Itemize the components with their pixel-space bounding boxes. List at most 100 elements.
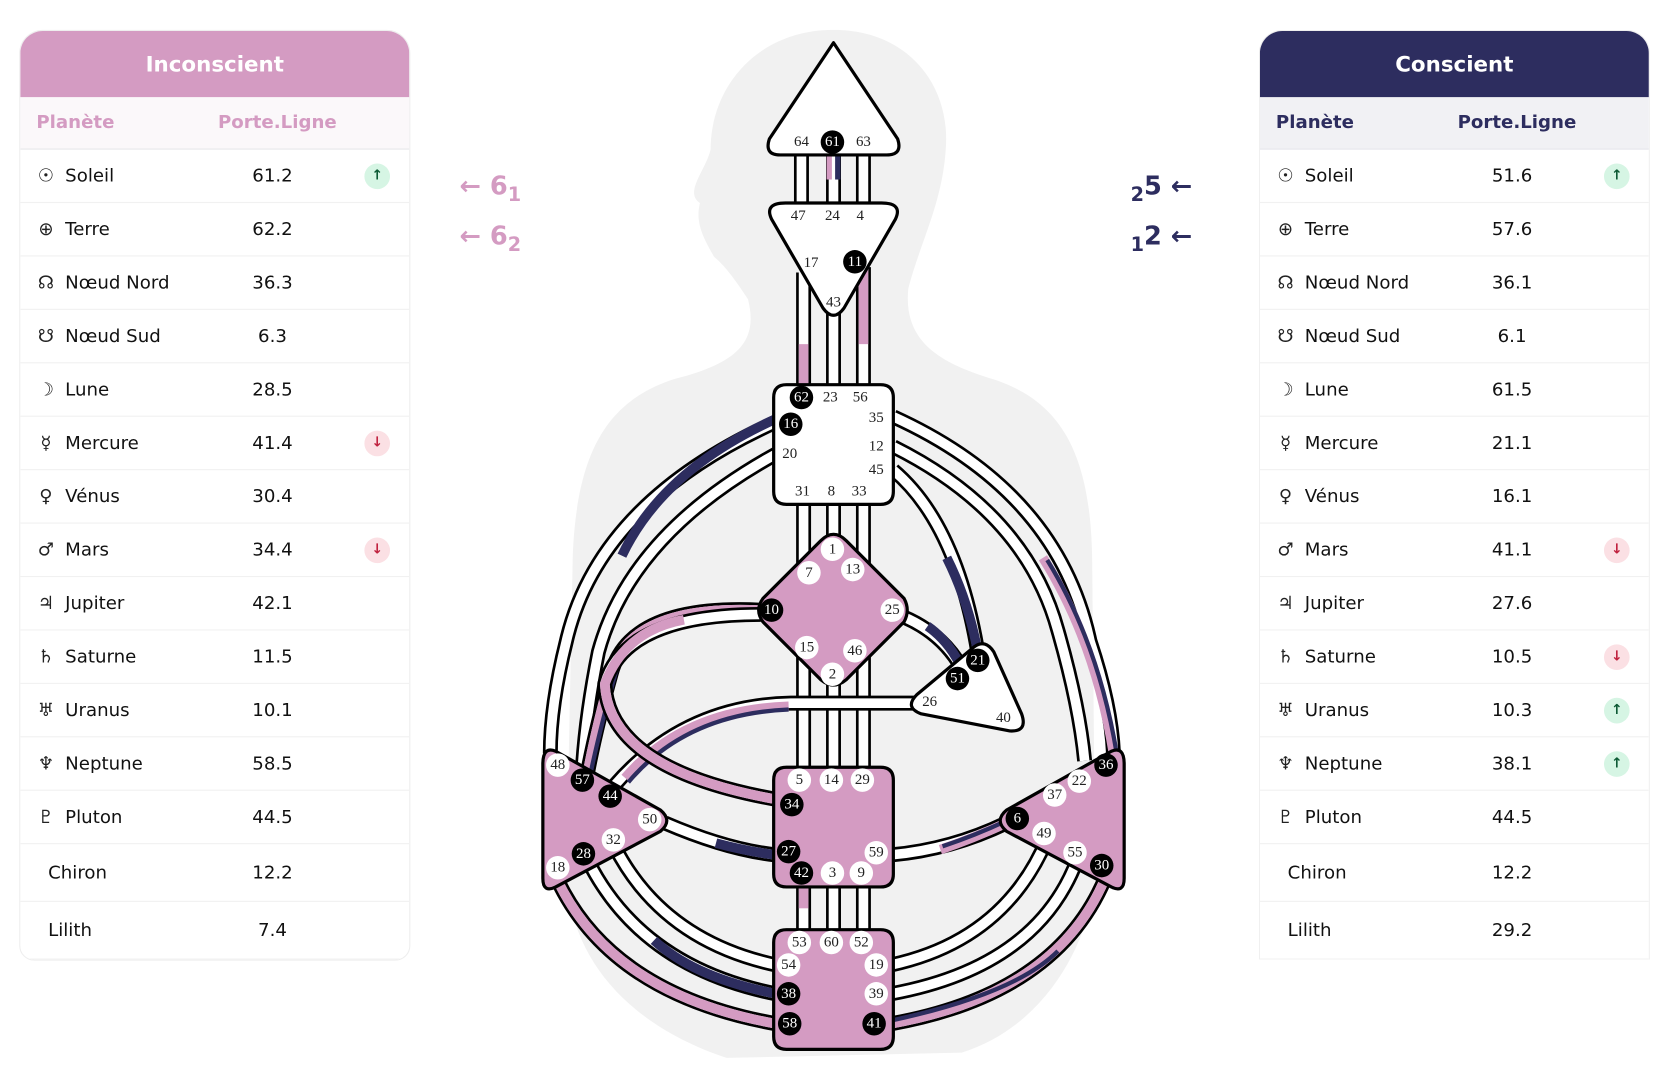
- gate-36[interactable]: 36: [1094, 753, 1118, 777]
- gate-34[interactable]: 34: [780, 792, 804, 817]
- gate-number: 44: [603, 788, 618, 804]
- gate-line-text: 44.5: [252, 806, 293, 828]
- gate-number: 33: [852, 484, 867, 500]
- gate-number: 7: [805, 565, 813, 581]
- gate-59[interactable]: 59: [864, 840, 889, 865]
- gate-32[interactable]: 32: [601, 828, 626, 852]
- gate-11[interactable]: 11: [843, 250, 867, 274]
- arrow-left-icon: ←: [459, 221, 481, 252]
- gate-60[interactable]: 60: [819, 930, 844, 955]
- gate-line-text: 7.4: [258, 919, 287, 941]
- gate-line-text: 58.5: [252, 752, 293, 775]
- gate-52[interactable]: 52: [849, 930, 874, 955]
- gate-53[interactable]: 53: [787, 930, 812, 955]
- gate-number: 29: [855, 772, 870, 788]
- gate-27[interactable]: 27: [776, 839, 801, 864]
- center-ajna[interactable]: [768, 201, 900, 317]
- gate-3[interactable]: 3: [820, 861, 845, 885]
- gate-line-text: 10.5: [1491, 645, 1533, 668]
- gate-15[interactable]: 15: [795, 635, 819, 660]
- gate-8[interactable]: 8: [828, 484, 835, 500]
- gate-47[interactable]: 47: [791, 208, 806, 224]
- gate-10[interactable]: 10: [759, 598, 784, 622]
- gate-9[interactable]: 9: [849, 861, 874, 885]
- gate-43[interactable]: 43: [826, 294, 841, 310]
- gate-46[interactable]: 46: [843, 639, 867, 663]
- gate-37[interactable]: 37: [1042, 783, 1067, 807]
- moon-icon: ☽: [37, 378, 55, 401]
- gate-line-text: 29.2: [1491, 919, 1533, 941]
- gate-29[interactable]: 29: [850, 768, 875, 792]
- gate-41[interactable]: 41: [862, 1011, 886, 1036]
- gate-45[interactable]: 45: [869, 462, 884, 478]
- gate-12[interactable]: 12: [869, 439, 884, 455]
- uranus-icon: ♅: [37, 699, 55, 721]
- gate-5[interactable]: 5: [787, 768, 812, 792]
- gate-2[interactable]: 2: [820, 662, 845, 687]
- planet-name: Pluton: [1304, 806, 1363, 828]
- gate-49[interactable]: 49: [1032, 821, 1056, 846]
- center-sacral[interactable]: [772, 765, 895, 889]
- center-throat[interactable]: [772, 383, 895, 506]
- variable-left-top: ← 61: [459, 171, 521, 206]
- gate-61[interactable]: 61: [820, 130, 845, 154]
- gate-7[interactable]: 7: [797, 561, 821, 585]
- gate-38[interactable]: 38: [776, 982, 801, 1006]
- gate-number: 23: [823, 390, 838, 406]
- gate-22[interactable]: 22: [1067, 769, 1092, 793]
- gate-48[interactable]: 48: [546, 753, 570, 777]
- gate-18[interactable]: 18: [546, 855, 570, 880]
- gate-35[interactable]: 35: [869, 410, 884, 426]
- gate-19[interactable]: 19: [864, 953, 889, 977]
- gate-55[interactable]: 55: [1063, 840, 1087, 865]
- gate-14[interactable]: 14: [819, 768, 844, 792]
- gate-24[interactable]: 24: [825, 208, 840, 224]
- gate-17[interactable]: 17: [804, 255, 819, 271]
- gate-4[interactable]: 4: [856, 208, 864, 224]
- gate-28[interactable]: 28: [571, 842, 596, 866]
- gate-23[interactable]: 23: [823, 390, 838, 406]
- gate-33[interactable]: 33: [852, 484, 867, 500]
- gate-50[interactable]: 50: [637, 807, 662, 832]
- gate-line-text: 12.2: [1491, 861, 1533, 884]
- gate-62[interactable]: 62: [789, 385, 814, 410]
- gate-42[interactable]: 42: [789, 861, 814, 885]
- channel-61-24: [826, 149, 841, 209]
- gate-16[interactable]: 16: [779, 412, 803, 436]
- gate-31[interactable]: 31: [795, 484, 810, 500]
- gate-20[interactable]: 20: [782, 446, 797, 462]
- gate-30[interactable]: 30: [1089, 853, 1114, 878]
- gate-51[interactable]: 51: [945, 666, 970, 691]
- gate-58[interactable]: 58: [777, 1011, 802, 1036]
- gate-39[interactable]: 39: [864, 982, 889, 1006]
- gate-63[interactable]: 63: [856, 134, 871, 150]
- channel-16-48: [542, 414, 779, 754]
- gate-54[interactable]: 54: [776, 953, 801, 977]
- gate-number: 61: [825, 134, 840, 150]
- gate-26[interactable]: 26: [922, 694, 937, 710]
- arrow-left-icon: ←: [1170, 170, 1193, 201]
- neptune-icon: ♆: [37, 752, 55, 775]
- gate-number: 9: [858, 865, 865, 881]
- unconscious-column-header: Planète Porte.Ligne: [20, 97, 410, 150]
- gate-21[interactable]: 21: [966, 648, 990, 673]
- gate-number: 36: [1099, 757, 1114, 773]
- gate-25[interactable]: 25: [880, 598, 905, 622]
- gate-40[interactable]: 40: [996, 710, 1011, 726]
- center-ego[interactable]: [909, 642, 1025, 733]
- variable-value: 6: [489, 221, 508, 252]
- gate-number: 35: [869, 410, 884, 426]
- gate-number: 45: [869, 462, 884, 478]
- center-head[interactable]: [766, 41, 901, 157]
- gate-57[interactable]: 57: [570, 768, 595, 792]
- gate-64[interactable]: 64: [794, 134, 809, 150]
- column-planet: Planète: [1275, 112, 1354, 134]
- gate-13[interactable]: 13: [840, 557, 865, 582]
- gate-6[interactable]: 6: [1005, 806, 1030, 831]
- gate-1[interactable]: 1: [820, 537, 845, 562]
- gate-56[interactable]: 56: [853, 390, 868, 406]
- gate-44[interactable]: 44: [598, 784, 622, 808]
- center-solar-plexus[interactable]: [998, 748, 1126, 891]
